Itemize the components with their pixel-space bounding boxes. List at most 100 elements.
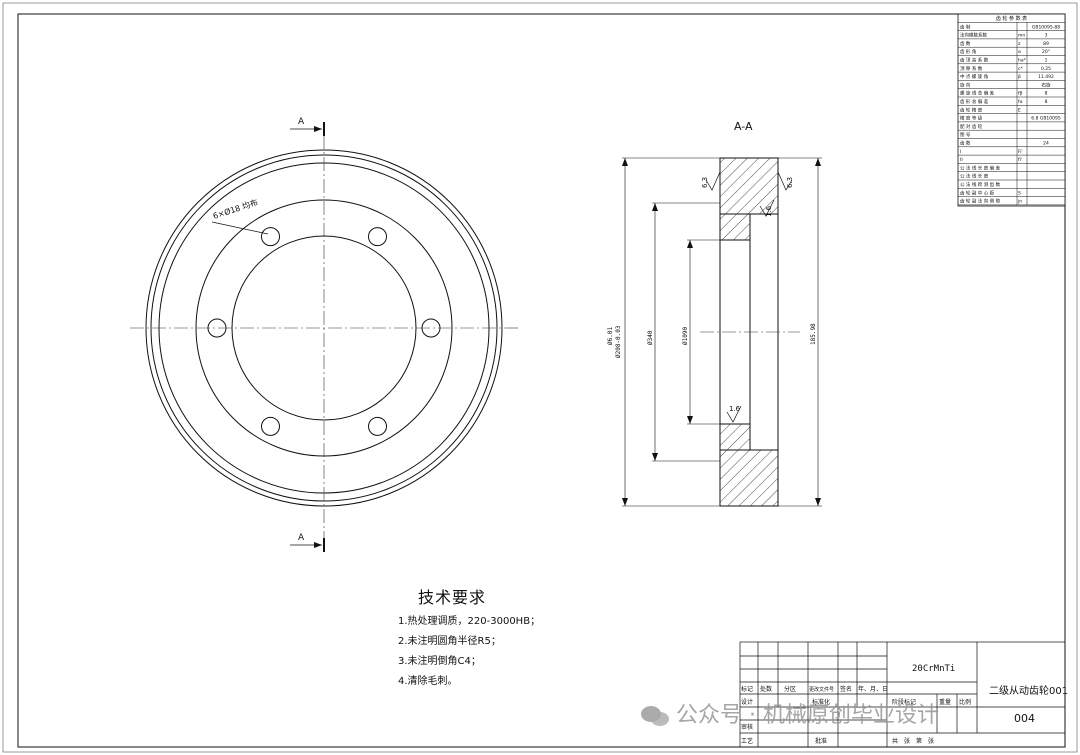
param-row-label: 齿 形 总 偏 差 [960,98,989,105]
param-row-label: 齿 顶 高 系 数 [960,57,989,64]
param-row-value: 89 [1043,41,1049,47]
watermark-text: 公众号 · 机械原创毕业设计 [676,703,939,728]
param-row-label: 配 对 齿 轮 [960,123,983,130]
dim-arrows [622,158,821,506]
cut-marker-label-bottom: A [298,533,305,543]
title-block [739,641,1066,748]
tech-requirements-list: 1.热处理调质，220-3000HB； 2.未注明圆角半径R5； 3.未注明倒角… [398,612,540,692]
tech-item: 1.热处理调质，220-3000HB； [398,616,541,627]
param-row-value: 3 [1045,33,1048,39]
param-row-symbol: c* [1018,66,1023,72]
bolt-hole [261,227,280,247]
param-row-label: 齿 数 [960,40,971,47]
param-row-label: 法向模数系数 [960,32,987,39]
dim-outer-1: Ø6.01 [607,327,614,345]
param-row-label: 公 法 线 跨 测 齿 数 [960,181,1001,188]
param-row-label: 顶 隙 系 数 [960,65,983,72]
tech-item: 4.清除毛刺。 [398,676,458,687]
col-label-2: 分区 [784,685,796,693]
process-label: 工艺 [741,737,753,745]
rough-d: 1.6 [729,405,741,413]
param-row-label: II [960,157,963,163]
tech-item: 2.未注明圆角半径R5； [398,636,501,647]
tech-requirements-title: 技术要求 [418,588,487,607]
wechat-icon [641,706,669,726]
param-row-label: 齿 轮 副 中 心 距 [960,189,995,196]
dim-mid: Ø340 [647,330,654,345]
param-row-symbol: fi' [1018,157,1022,163]
param-row-symbol: ha* [1018,58,1027,64]
col-label-3: 更改文件号 [809,686,834,693]
param-table-header: 齿 轮 参 数 表 [996,15,1027,22]
param-row-value: 8 [1045,99,1048,105]
bolt-hole [368,227,387,247]
front-centerlines [130,135,520,540]
bolt-hole [261,416,280,436]
sheets-label: 共 张 第 张 [892,737,934,745]
dim-outer-2: Ø208-0.03 [615,325,622,358]
roughness-symbols [705,171,793,423]
param-row-label: I [960,149,961,155]
section-dimensions [622,157,822,507]
col-label-5: 年、月、日 [858,685,888,693]
param-row-value: 11.492 [1038,74,1054,80]
param-row-value: 右旋 [1042,81,1051,88]
param-row-symbol: jn [1017,199,1022,205]
param-row-symbol: fβ [1018,91,1023,97]
param-row-symbol: Fi' [1018,149,1023,155]
param-row-label: 图 号 [960,132,971,138]
param-row-label: 齿 形 角 [960,48,976,55]
tech-item: 3.未注明倒角C4； [398,656,481,667]
section-label: A-A [734,120,753,133]
param-row-label: 齿 制 [960,23,971,30]
dim-width: 185.98 [810,323,817,345]
weight-label: 重量 [939,698,951,706]
bolt-hole [368,416,387,436]
param-row-label: 螺 旋 线 总 偏 差 [960,90,995,97]
section-cut-marker-top: A [290,117,325,136]
approve-label: 批准 [815,737,827,745]
param-row-value: 20° [1042,49,1050,55]
param-row-symbol: fα [1018,99,1023,105]
param-row-value: 6.8 GB10095 [1031,116,1061,122]
rough-a: 6.3 [701,177,709,188]
param-row-label: 中 点 螺 旋 角 [960,73,988,80]
dim-inner: Ø1090 [682,327,689,345]
param-row-symbol: mn [1018,34,1025,39]
param-row-symbol: z [1018,42,1021,47]
param-row-value: 24 [1043,141,1049,147]
cut-marker-label-top: A [298,117,305,127]
param-row-value: GB10095-88 [1032,24,1060,30]
rough-c: 1.6 [765,205,773,217]
param-row-symbol: β [1018,74,1021,80]
design-label: 设计 [741,698,753,706]
section-cut-marker-bottom: A [290,533,325,552]
review-label: 审核 [741,723,753,731]
param-row-symbol: α [1018,50,1021,55]
drawing-no-text: 004 [1014,712,1035,725]
param-row-value: 0.25 [1041,66,1051,72]
param-row-value: 8 [1045,91,1048,97]
scale-label: 比例 [959,698,971,706]
param-row-label: 公 法 线 长 度 [960,173,989,180]
param-row-label: 公 法 线 长 度 偏 差 [960,164,1001,171]
param-row-label: 齿 轮 精 度 [960,106,983,113]
param-row-label: 齿 数 [960,140,971,147]
stage-label: 阶段标记 [892,698,916,706]
standard-label: 标准化 [812,698,830,706]
param-row-label: 精 度 等 级 [960,115,983,122]
col-label-4: 签名 [840,685,852,693]
param-row-label: 旋 向 [960,81,971,88]
section-view [700,157,800,507]
drawing-border [17,13,1066,748]
param-row-value: 1 [1045,58,1048,64]
watermark: 公众号 · 机械原创毕业设计 [640,697,939,729]
col-label-0: 标记 [741,685,753,693]
material-text: 20CrMnTi [912,664,955,674]
rough-b: 6.3 [786,177,794,188]
hole-callout: 6×Ø18 均布 [212,197,269,235]
part-name-text: 二级从动齿轮001 [989,684,1068,697]
param-row-label: 齿 轮 副 法 向 侧 隙 [960,198,1001,205]
